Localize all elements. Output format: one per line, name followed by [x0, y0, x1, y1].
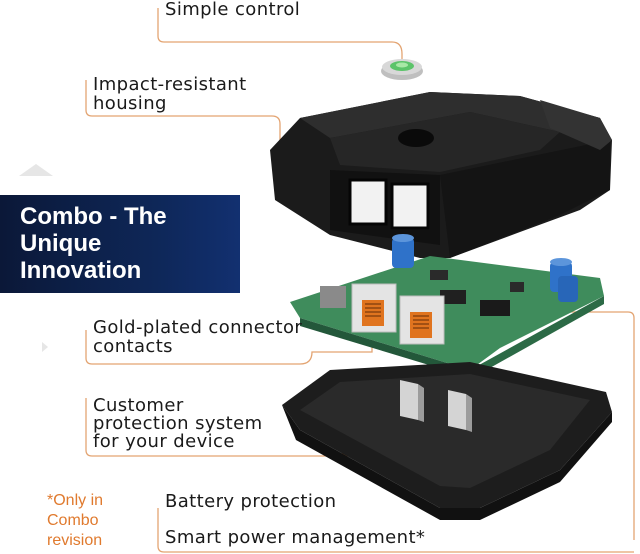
leader-pcb-right — [470, 311, 635, 540]
leader-battery — [157, 508, 634, 553]
callout-customer-line1: Customer — [93, 395, 184, 416]
leader-customer — [85, 398, 340, 457]
callout-customer-line2: protection system — [93, 413, 263, 434]
top-housing — [270, 92, 612, 258]
callout-gold-line1: Gold-plated connector — [93, 317, 303, 338]
note-line-1: *Only in — [47, 492, 104, 509]
note-line-2: Combo — [47, 512, 99, 529]
leader-gold — [85, 330, 373, 365]
callout-simple-control: Simple control — [165, 0, 301, 20]
callout-housing-line1: Impact-resistant — [93, 74, 247, 95]
revision-note: *Only in Combo revision — [47, 491, 119, 551]
banner-line-3: Innovation — [20, 257, 142, 284]
banner-background — [0, 195, 240, 293]
leader-housing — [85, 80, 281, 160]
control-button — [381, 59, 423, 80]
callout-gold-line2: contacts — [93, 336, 173, 357]
banner-line-2: Unique — [20, 230, 102, 257]
arrow-right-icon — [42, 342, 48, 352]
bottom-housing — [282, 362, 612, 520]
callout-housing-line2: housing — [93, 93, 167, 114]
banner-line-1: Combo - The — [20, 203, 167, 230]
callout-customer-line3: for your device — [93, 431, 235, 452]
pcb-board — [290, 234, 604, 378]
leader-simple-control — [157, 8, 403, 60]
note-line-3: revision — [47, 532, 103, 549]
callout-battery: Battery protection — [165, 491, 337, 512]
arrow-up-icon — [19, 164, 53, 176]
banner-title: Combo - The Unique Innovation — [20, 203, 235, 284]
callout-smart-power: Smart power management* — [165, 527, 426, 548]
